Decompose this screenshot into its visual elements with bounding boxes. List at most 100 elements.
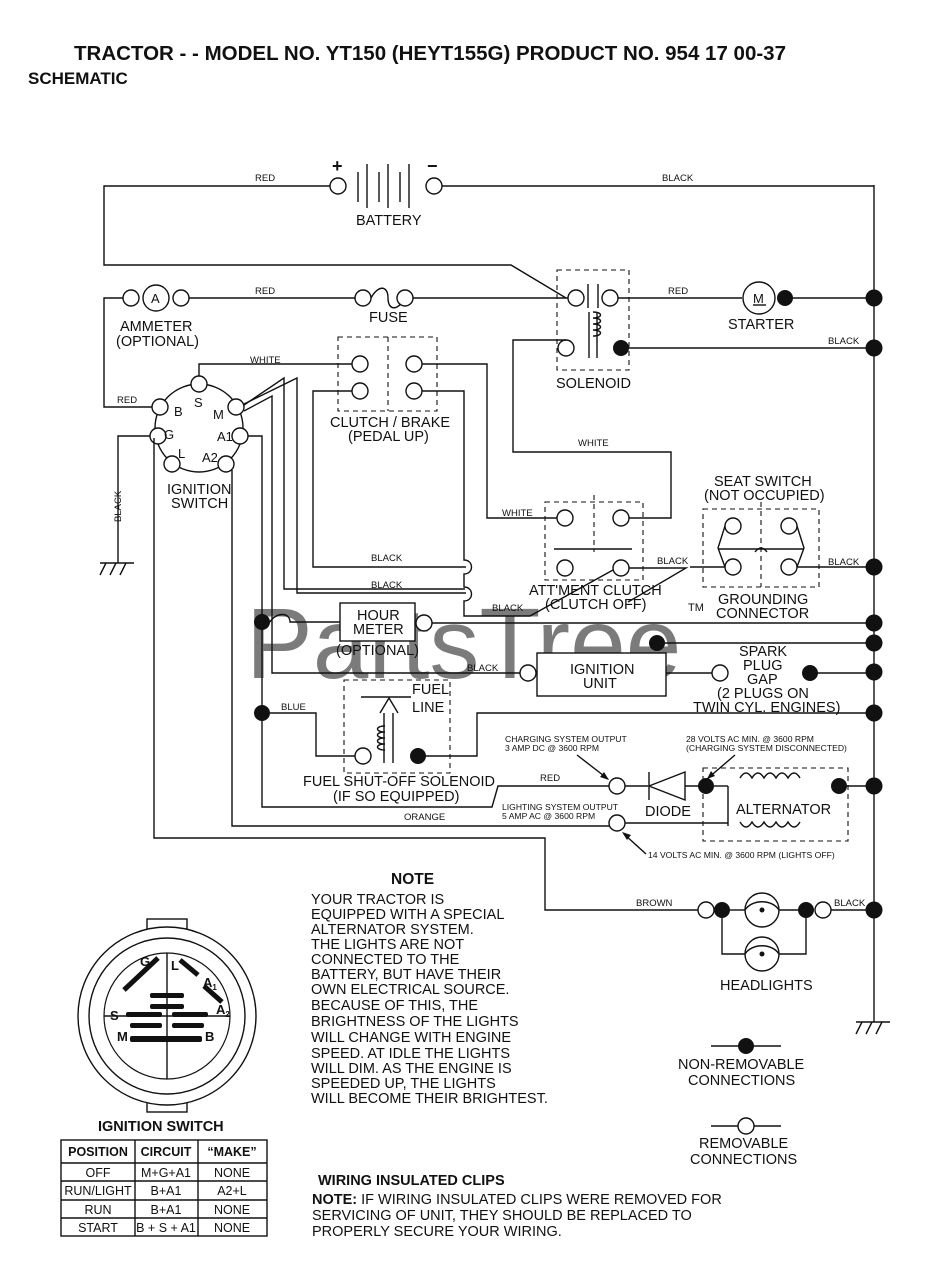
seat-switch-sub: (NOT OCCUPIED) xyxy=(704,488,825,504)
table-cell: B+A1 xyxy=(151,1184,182,1198)
wire-label-black-headlights: BLACK xyxy=(834,898,866,909)
spark-plug: SPARK PLUG GAP (2 PLUGS ON TWIN CYL. ENG… xyxy=(693,644,840,716)
spark-plug-label-4: (2 PLUGS ON xyxy=(717,686,809,702)
ground-node xyxy=(865,614,883,632)
wire-label-red-diode: RED xyxy=(540,773,560,784)
volts-28-label: 28 VOLTS AC MIN. @ 3600 RPM xyxy=(686,734,814,744)
fuel-solenoid-sub: (IF SO EQUIPPED) xyxy=(333,789,460,805)
solenoid: SOLENOID xyxy=(556,269,631,392)
clutch-brake-sub: (PEDAL UP) xyxy=(348,429,429,445)
diode-terminal xyxy=(608,777,626,795)
note-line: WILL DIM. AS THE ENGINE IS xyxy=(311,1061,512,1077)
ground-node xyxy=(865,777,883,795)
splice-node xyxy=(254,705,270,721)
table-cell: A2+L xyxy=(217,1184,247,1198)
note-line: BECAUSE OF THIS, THE xyxy=(311,998,478,1014)
table-cell: OFF xyxy=(86,1166,111,1180)
wire-label-black-grounding: BLACK xyxy=(657,556,689,567)
volts-14-label: 14 VOLTS AC MIN. @ 3600 RPM (LIGHTS OFF) xyxy=(648,850,835,860)
legend-nonremovable: NON-REMOVABLE CONNECTIONS xyxy=(678,1038,805,1089)
ground-node xyxy=(865,901,883,919)
fuse: FUSE xyxy=(354,287,414,326)
clips-note-line-1: NOTE: IF WIRING INSULATED CLIPS WERE REM… xyxy=(312,1192,722,1208)
table-cell: START xyxy=(78,1221,118,1235)
ground-rail xyxy=(855,185,890,1035)
spark-plug-label-5: TWIN CYL. ENGINES) xyxy=(693,700,840,716)
ignition-unit-terminal xyxy=(519,664,537,682)
table-cell: B + S + A1 xyxy=(136,1221,196,1235)
ground-node xyxy=(865,339,883,357)
legend-nonremovable-label: NON-REMOVABLE xyxy=(678,1057,805,1073)
attment-clutch-sub: (CLUTCH OFF) xyxy=(545,597,647,613)
switch-terminal-m: M xyxy=(213,407,224,422)
table-header: CIRCUIT xyxy=(141,1145,192,1159)
wire-label-red-ammeter: RED xyxy=(255,286,275,297)
spark-plug-label-2: PLUG xyxy=(743,658,783,674)
fuse-label: FUSE xyxy=(369,310,408,326)
switch-terminal-a2: A2 xyxy=(202,450,218,465)
wire-label-white-seat: WHITE xyxy=(578,438,609,449)
ground-node xyxy=(865,634,883,652)
splice-node xyxy=(649,635,665,651)
ignition-switch-label: IGNITION xyxy=(167,482,231,498)
page-title: TRACTOR - - MODEL NO. YT150 (HEYT155G) P… xyxy=(74,42,786,65)
switch-face-a2: A2 xyxy=(216,1002,230,1019)
ignition-switch-face: G L A1 S A2 M B xyxy=(77,918,257,1113)
ignition-unit-label-2: UNIT xyxy=(583,676,617,692)
alternator: ALTERNATOR xyxy=(702,767,849,842)
hour-meter-label-2: METER xyxy=(353,622,404,638)
note-line: CONNECTED TO THE xyxy=(311,952,460,968)
wire-label-red-starter: RED xyxy=(668,286,688,297)
attachment-clutch-switch: ATT'MENT CLUTCH (CLUTCH OFF) xyxy=(529,495,662,613)
clips-heading: WIRING INSULATED CLIPS xyxy=(318,1173,505,1189)
splice-node xyxy=(254,614,270,630)
charging-output-label: CHARGING SYSTEM OUTPUT xyxy=(505,734,628,744)
note-line: ALTERNATOR SYSTEM. xyxy=(311,922,474,938)
alternator-terminal xyxy=(608,814,626,832)
table-cell: RUN xyxy=(84,1203,111,1217)
ignition-unit-label: IGNITION xyxy=(570,662,634,678)
seat-switch-label: SEAT SWITCH xyxy=(714,474,812,490)
hour-meter-optional: (OPTIONAL) xyxy=(336,643,419,659)
hour-meter-label: HOUR xyxy=(357,608,400,624)
wire-label-black-attment: BLACK xyxy=(492,603,524,614)
ground-node xyxy=(865,558,883,576)
starter: M STARTER xyxy=(728,281,794,333)
ground-node xyxy=(865,289,883,307)
note-line: YOUR TRACTOR IS xyxy=(311,892,444,908)
switch-table: POSITION CIRCUIT “MAKE” OFF M+G+A1 NONE … xyxy=(60,1139,268,1237)
battery-label: BATTERY xyxy=(356,213,422,229)
wire-label-red-battery: RED xyxy=(255,173,275,184)
ground-symbol-right xyxy=(855,1021,890,1035)
clips-note-label: NOTE: xyxy=(312,1192,357,1208)
clips-note-line-3: PROPERLY SECURE YOUR WIRING. xyxy=(312,1224,562,1240)
wire-label-red-switch: RED xyxy=(117,395,137,406)
ammeter-label: AMMETER xyxy=(120,319,193,335)
battery-plus: + xyxy=(332,156,343,176)
switch-face-s: S xyxy=(110,1008,119,1023)
alternator-label: ALTERNATOR xyxy=(736,802,831,818)
wire-label-white-attment: WHITE xyxy=(502,508,533,519)
note-line: THE LIGHTS ARE NOT xyxy=(311,937,464,953)
ignition-unit: IGNITION UNIT xyxy=(536,652,667,697)
starter-symbol: M xyxy=(753,291,764,306)
spark-plug-label-3: GAP xyxy=(747,672,778,688)
wire-label-black-clutch: BLACK xyxy=(371,553,403,564)
legend-nonremovable-label-2: CONNECTIONS xyxy=(688,1073,795,1089)
wire-label-blue: BLUE xyxy=(281,702,306,713)
clips-note-text: IF WIRING INSULATED CLIPS WERE REMOVED F… xyxy=(357,1192,722,1208)
wire-label-black-ground: BLACK xyxy=(113,490,124,522)
note-line: EQUIPPED WITH A SPECIAL xyxy=(311,907,504,923)
battery: + − BATTERY xyxy=(329,156,443,229)
lighting-output-label: LIGHTING SYSTEM OUTPUT xyxy=(502,802,619,812)
switch-terminal-b: B xyxy=(174,404,183,419)
note-body: YOUR TRACTOR IS EQUIPPED WITH A SPECIAL … xyxy=(311,892,548,1107)
wire-label-black-seat: BLACK xyxy=(828,557,860,568)
ignition-switch-label-2: SWITCH xyxy=(171,496,228,512)
legend-removable-label-2: CONNECTIONS xyxy=(690,1152,797,1168)
table-header: POSITION xyxy=(68,1145,128,1159)
page-subtitle: SCHEMATIC xyxy=(28,69,128,88)
wire-label-orange: ORANGE xyxy=(404,812,445,823)
battery-minus: − xyxy=(427,156,438,176)
